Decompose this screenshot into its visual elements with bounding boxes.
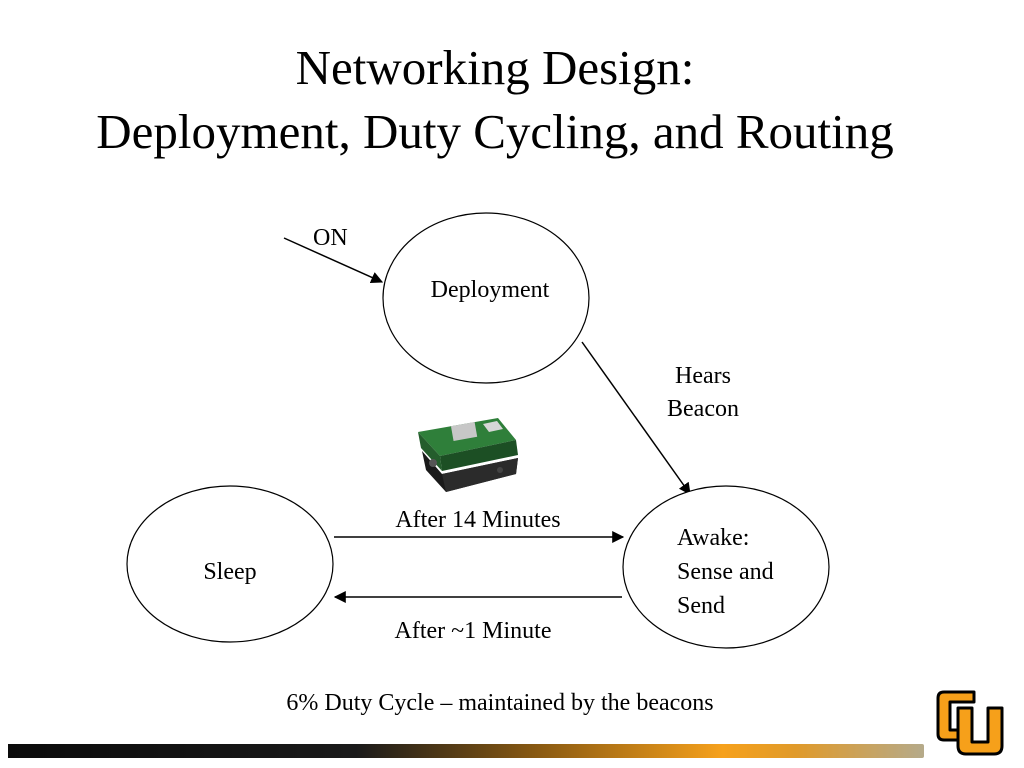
- sleep-to-awake-label: After 14 Minutes: [395, 507, 560, 533]
- cu-logo: [936, 690, 1004, 756]
- awake-state: [622, 485, 830, 649]
- awake-state-label-line-3: Send: [677, 593, 725, 619]
- entry-label: ON: [313, 225, 348, 251]
- entry-arrow: [283, 237, 384, 284]
- duty-cycle-caption: 6% Duty Cycle – maintained by the beacon…: [286, 690, 714, 716]
- awake-to-sleep-label: After ~1 Minute: [395, 618, 552, 644]
- title-line-2: Deployment, Duty Cycling, and Routing: [96, 104, 894, 159]
- awake-state-label-line-1: Awake:: [677, 525, 749, 551]
- awake-state-label-line-2: Sense and: [677, 559, 774, 585]
- hears-beacon-label-line-1: Hears: [675, 363, 731, 389]
- footer-gradient-bar: [8, 744, 924, 758]
- hears-beacon-arrow: [581, 341, 691, 495]
- deployment-state: [382, 212, 590, 384]
- slide-title: Networking Design: Deployment, Duty Cycl…: [0, 36, 990, 164]
- deployment-state-label: Deployment: [431, 277, 550, 303]
- hears-beacon-label-line-2: Beacon: [667, 396, 739, 422]
- sensor-mote-image: [418, 418, 518, 492]
- title-line-1: Networking Design:: [295, 40, 695, 95]
- sleep-state-label: Sleep: [203, 559, 256, 585]
- sleep-state: [126, 485, 334, 643]
